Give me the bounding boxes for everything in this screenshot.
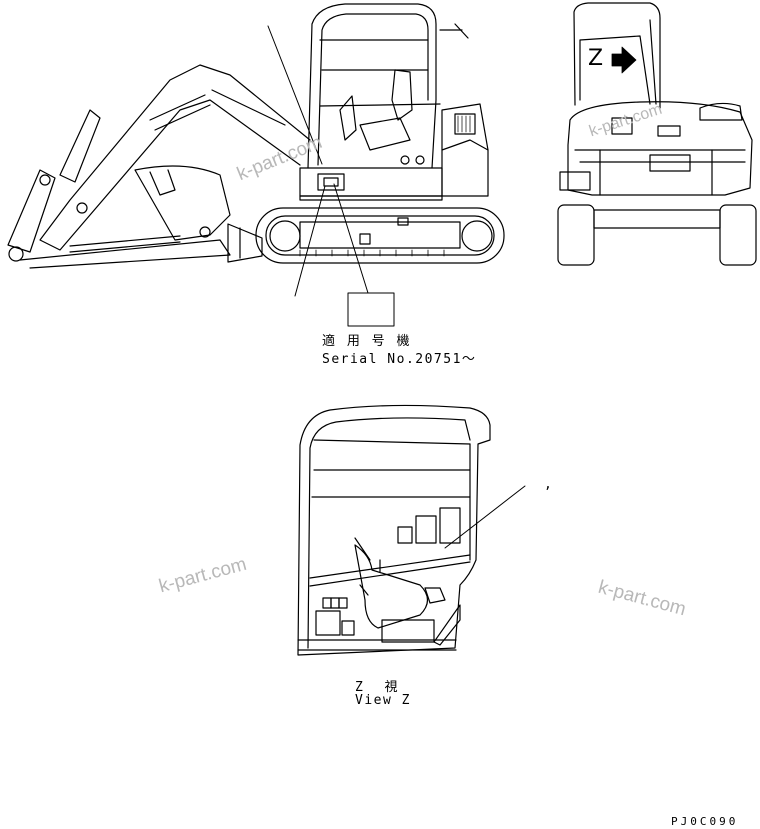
serial-label-en: Serial No.20751～ [322, 352, 477, 367]
dozer-blade [227, 223, 263, 263]
excavator-rear-view [557, 2, 757, 266]
excavator-side-view [7, 3, 505, 297]
cab-view-z [297, 404, 526, 656]
view-label-en: View Z [355, 693, 411, 708]
serial-label-jp: 適 用 号 機 [322, 334, 412, 349]
view-label-jp: Z 視 [355, 680, 400, 695]
label-box [347, 292, 395, 327]
boom-and-arm [7, 64, 311, 269]
upper-body [299, 103, 489, 201]
leader-comma-mark: , [544, 477, 554, 492]
drawing-code: PJ0C090 [671, 815, 739, 828]
z-view-marker: Z [588, 46, 604, 71]
right-arrow-icon [611, 46, 637, 74]
crawler-track [255, 207, 505, 264]
bucket [134, 165, 231, 241]
cab-side [307, 3, 469, 169]
